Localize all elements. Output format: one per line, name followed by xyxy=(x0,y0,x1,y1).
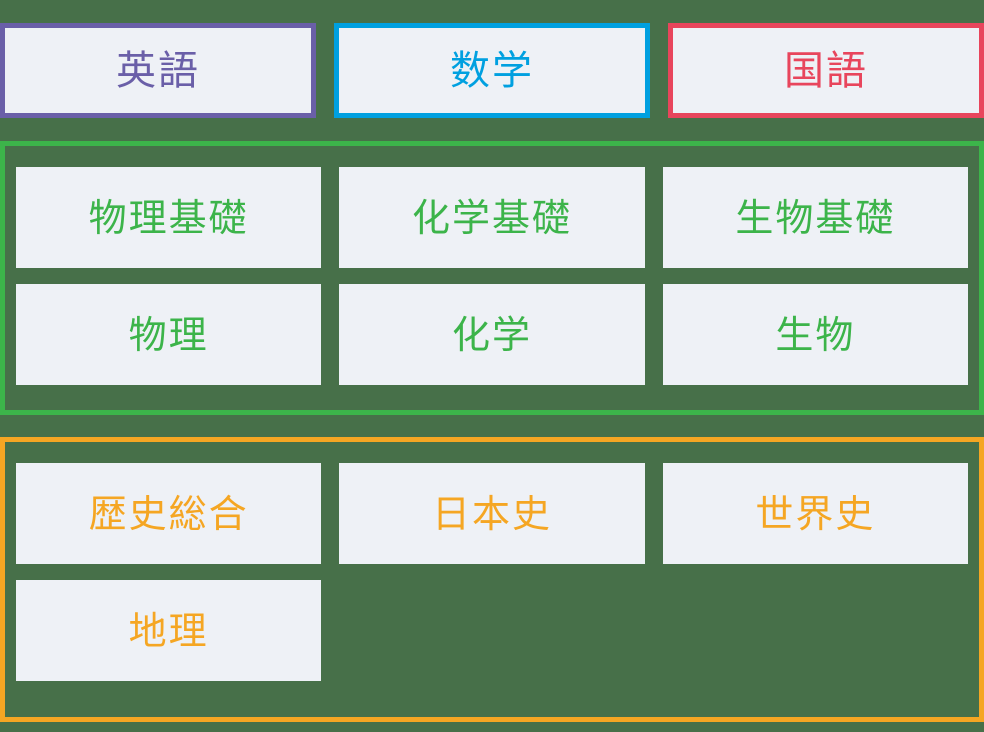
subject-cell-label: 物理基礎 xyxy=(88,195,249,240)
subject-cell-history-general[interactable]: 歴史総合 xyxy=(16,463,322,564)
subject-cell-label: 歴史総合 xyxy=(88,491,249,536)
subject-cell-chemistry[interactable]: 化学 xyxy=(339,284,645,385)
subject-cell-geography[interactable]: 地理 xyxy=(16,580,322,681)
subject-cell-label: 日本史 xyxy=(431,491,552,536)
social-studies-group: 歴史総合 日本史 世界史地理 xyxy=(0,437,984,722)
subject-cell-physics[interactable]: 物理 xyxy=(16,284,322,385)
subject-cell-label: 化学 xyxy=(451,312,532,357)
subject-cell-label: 生物基礎 xyxy=(735,195,896,240)
subject-cell-label: 生物 xyxy=(775,312,856,357)
subject-cell-chemistry-basic[interactable]: 化学基礎 xyxy=(339,167,645,268)
subject-button-japanese[interactable]: 国語 xyxy=(668,23,984,118)
subject-cell-label: 物理 xyxy=(128,312,209,357)
subject-button-math[interactable]: 数学 xyxy=(334,23,650,118)
subject-button-label: 英語 xyxy=(116,47,200,94)
subject-cell-label: 世界史 xyxy=(755,491,876,536)
subject-grid-row: 地理 xyxy=(16,580,968,681)
subject-cell-biology-basic[interactable]: 生物基礎 xyxy=(662,167,968,268)
science-group: 物理基礎 化学基礎 生物基礎物理 化学 生物 xyxy=(0,141,984,415)
subject-cell-japanese-history[interactable]: 日本史 xyxy=(339,463,645,564)
subject-button-english[interactable]: 英語 xyxy=(0,23,316,118)
subject-grid-row: 歴史総合 日本史 世界史 xyxy=(16,463,968,564)
subject-button-label: 国語 xyxy=(784,47,868,94)
subject-grid-row: 物理 化学 生物 xyxy=(16,284,968,385)
subject-grid-row: 物理基礎 化学基礎 生物基礎 xyxy=(16,167,968,268)
top-subject-row: 英語 数学 国語 xyxy=(0,23,984,118)
empty-slot-1 xyxy=(339,580,644,681)
subject-cell-label: 化学基礎 xyxy=(411,195,572,240)
subject-cell-physics-basic[interactable]: 物理基礎 xyxy=(16,167,322,268)
empty-slot-2 xyxy=(663,580,968,681)
subject-cell-world-history[interactable]: 世界史 xyxy=(662,463,968,564)
subject-button-label: 数学 xyxy=(450,47,534,94)
subject-cell-biology[interactable]: 生物 xyxy=(662,284,968,385)
subject-cell-label: 地理 xyxy=(128,608,209,653)
